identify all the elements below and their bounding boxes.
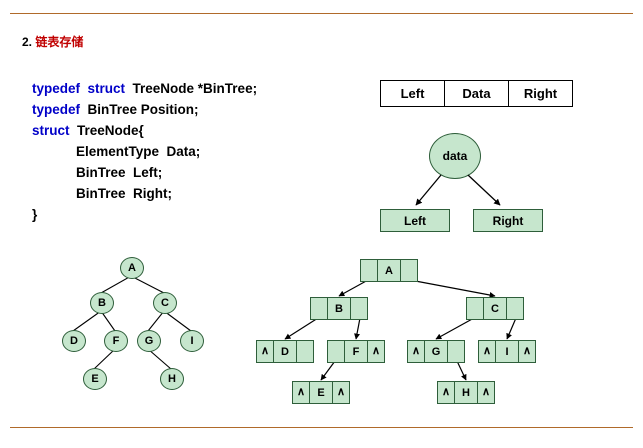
code-block: typedef struct TreeNode *BinTree;typedef… [32, 78, 257, 225]
code-text: TreeNode{ [69, 123, 144, 138]
bottom-divider [10, 427, 633, 428]
data-cell: G [424, 341, 448, 362]
code-text: BinTree Position; [80, 102, 199, 117]
linked-arrow [338, 279, 369, 297]
code-text: } [32, 207, 38, 222]
tree-edge [147, 310, 165, 332]
tree-edges [72, 275, 192, 370]
right-pointer-cell: ∧ [522, 345, 532, 357]
code-text: BinTree Left; [76, 165, 163, 180]
linked-node: ∧I∧ [478, 340, 536, 363]
tree-node: I [180, 330, 204, 352]
linked-arrow [320, 360, 336, 381]
linked-node: ∧E∧ [292, 381, 350, 404]
code-keyword: struct [32, 123, 70, 138]
code-line: typedef BinTree Position; [32, 99, 257, 120]
tree-node: B [90, 292, 114, 314]
code-text: BinTree Right; [76, 186, 173, 201]
code-line: BinTree Right; [32, 183, 257, 204]
code-text: TreeNode *BinTree; [125, 81, 258, 96]
linked-arrow [409, 279, 496, 298]
linked-node: ∧G [407, 340, 465, 363]
code-line: BinTree Left; [32, 162, 257, 183]
code-line: } [32, 204, 257, 225]
tree-edge [100, 310, 116, 332]
linked-node: ∧D [256, 340, 314, 363]
right-pointer-cell: ∧ [371, 345, 381, 357]
linked-arrow [284, 317, 319, 340]
code-keyword: typedef [32, 81, 81, 96]
left-pointer-cell: ∧ [441, 386, 451, 398]
code-line: struct TreeNode{ [32, 120, 257, 141]
tree-node: F [104, 330, 128, 352]
data-cell: D [273, 341, 297, 362]
data-cell: H [454, 382, 478, 403]
tree-edge [72, 310, 102, 332]
table-row: Left Data Right [380, 80, 573, 107]
section-heading: 2. 链表存储 [22, 33, 83, 50]
right-pointer-cell [448, 341, 464, 362]
tree-edge [163, 310, 192, 332]
right-pointer-cell [507, 298, 523, 319]
code-keyword: typedef [32, 102, 81, 117]
data-cell: B [327, 298, 351, 319]
tree-node: C [153, 292, 177, 314]
node-layout-table: Left Data Right [380, 80, 573, 107]
tree-node: D [62, 330, 86, 352]
cell-right: Right [508, 80, 573, 107]
tree-edge [147, 348, 172, 370]
cell-left: Left [380, 80, 445, 107]
section-title: 链表存储 [35, 35, 84, 49]
right-pointer-cell [297, 341, 313, 362]
code-text: ElementType Data; [76, 144, 201, 159]
right-pointer-cell: ∧ [481, 386, 491, 398]
code-line: typedef struct TreeNode *BinTree; [32, 78, 257, 99]
linked-list-arrows [284, 279, 517, 381]
left-pointer-cell: ∧ [482, 345, 492, 357]
right-pointer-cell [401, 260, 417, 281]
linked-arrow [506, 317, 517, 340]
tree-node: E [83, 368, 107, 390]
left-child-box: Left [380, 209, 450, 232]
tree-node: A [120, 257, 144, 279]
left-pointer-cell: ∧ [260, 345, 270, 357]
data-cell: A [377, 260, 401, 281]
tree-node: G [137, 330, 161, 352]
cell-data: Data [444, 80, 509, 107]
right-pointer-cell [351, 298, 367, 319]
linked-arrow [354, 317, 361, 340]
linked-node: B [310, 297, 368, 320]
tree-node: H [160, 368, 184, 390]
code-line: ElementType Data; [32, 141, 257, 162]
top-divider [10, 13, 633, 14]
linked-node: ∧H∧ [437, 381, 495, 404]
linked-node: A [360, 259, 418, 282]
left-pointer-cell [361, 260, 377, 281]
linked-arrow [456, 360, 467, 381]
right-pointer-cell: ∧ [336, 386, 346, 398]
right-child-box: Right [473, 209, 543, 232]
left-pointer-cell: ∧ [411, 345, 421, 357]
left-pointer-cell: ∧ [296, 386, 306, 398]
tree-edge [130, 275, 165, 294]
linked-arrow [435, 317, 475, 340]
data-node-circle: data [429, 133, 481, 179]
left-pointer-cell [467, 298, 483, 319]
code-keyword: struct [80, 81, 126, 96]
left-pointer-cell [311, 298, 327, 319]
data-cell: E [309, 382, 333, 403]
section-number: 2. [22, 35, 33, 49]
tree-edge [100, 275, 132, 294]
tree-edge [93, 348, 116, 370]
data-cell: I [495, 341, 519, 362]
data-cell: F [344, 341, 368, 362]
left-pointer-cell [328, 341, 344, 362]
linked-node: C [466, 297, 524, 320]
data-cell: C [483, 298, 507, 319]
linked-node: F∧ [327, 340, 385, 363]
